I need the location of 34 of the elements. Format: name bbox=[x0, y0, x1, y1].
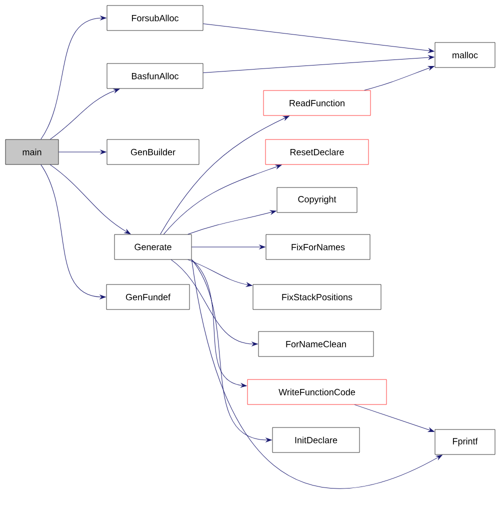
function-box: ForNameClean bbox=[258, 331, 374, 357]
arrow bbox=[58, 150, 106, 154]
arrow bbox=[202, 55, 434, 73]
arrow bbox=[40, 16, 106, 140]
function-box: GenFundef bbox=[106, 284, 190, 310]
function-box: Copyright bbox=[276, 187, 358, 213]
arrow bbox=[191, 259, 247, 388]
arrow bbox=[191, 259, 272, 442]
function-box: InitDeclare bbox=[272, 427, 360, 453]
function-box: BasfunAlloc bbox=[106, 63, 204, 89]
arrow bbox=[191, 244, 266, 250]
arrow bbox=[160, 116, 290, 235]
function-box: WriteFunctionCode bbox=[247, 379, 387, 405]
arrow bbox=[191, 259, 442, 489]
arrow bbox=[364, 66, 434, 91]
arrow bbox=[163, 164, 282, 235]
function-box: GenBuilder bbox=[106, 139, 200, 165]
function-box: malloc bbox=[434, 42, 496, 68]
function-box: ResetDeclare bbox=[265, 139, 369, 165]
function-box: ReadFunction bbox=[263, 90, 371, 116]
arrow bbox=[170, 259, 258, 346]
function-box: FixStackPositions bbox=[252, 284, 382, 310]
function-box: ForsubAlloc bbox=[106, 5, 204, 31]
arrow bbox=[50, 164, 131, 234]
function-box: Generate bbox=[114, 234, 192, 260]
arrow bbox=[40, 164, 106, 300]
arrow bbox=[50, 88, 120, 140]
arrow bbox=[354, 404, 434, 432]
function-box: main bbox=[5, 139, 59, 165]
function-box: FixForNames bbox=[266, 234, 370, 260]
arrow bbox=[188, 210, 276, 235]
function-box: Fprintf bbox=[434, 429, 496, 455]
arrow bbox=[202, 24, 434, 53]
arrow bbox=[188, 259, 252, 287]
